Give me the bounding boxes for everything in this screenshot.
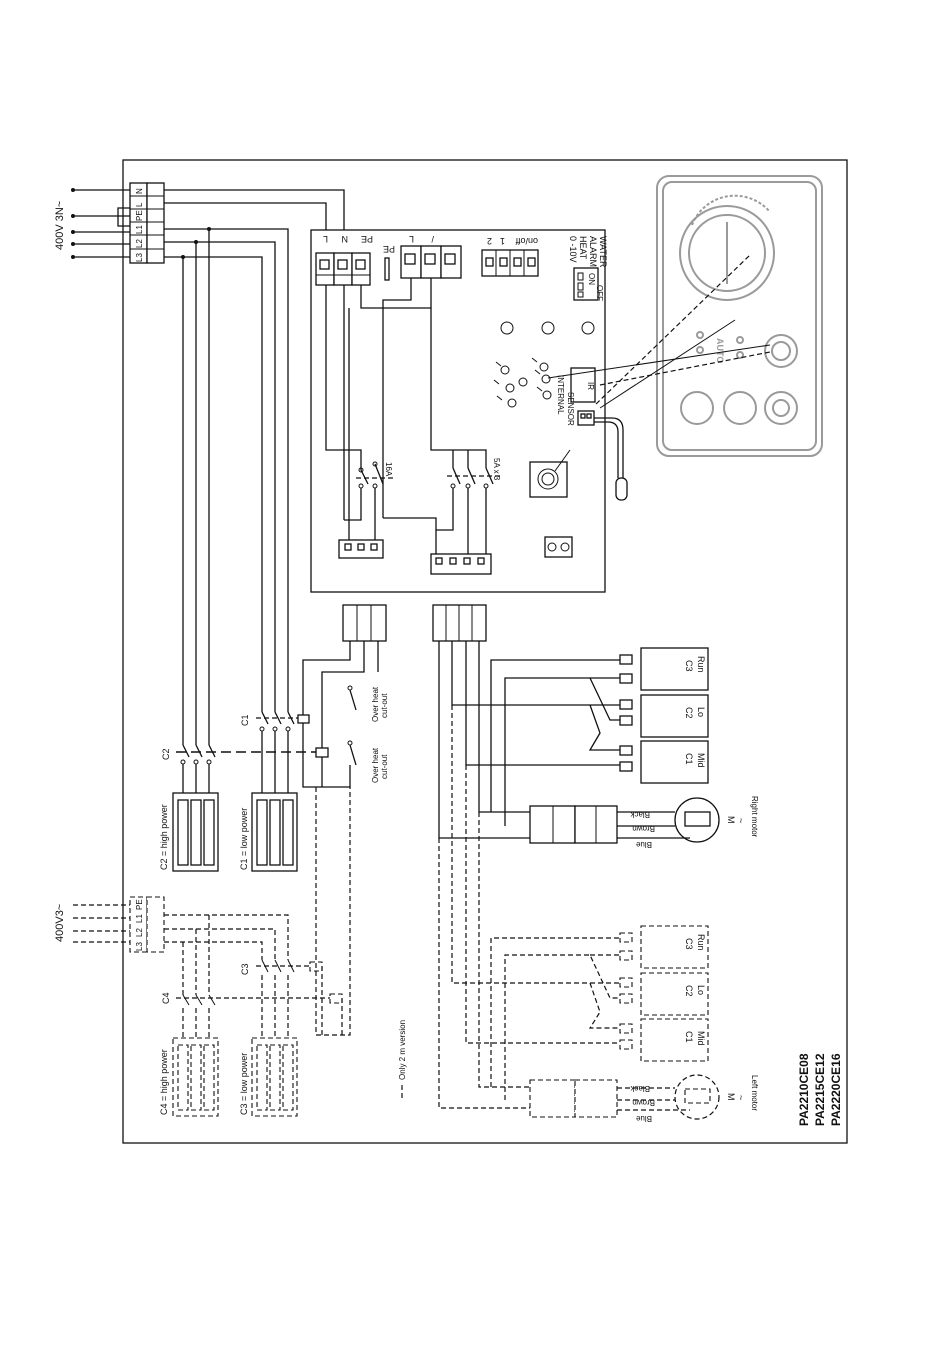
relays-5a-label: 5A x 3 (492, 458, 501, 481)
left-wire-brown: Brown (632, 1098, 655, 1107)
terminal-l3: L3 (135, 253, 144, 262)
left-fan-section: C3 Run C2 Lo C1 Mid Black Brown Blue M ~… (438, 705, 759, 1123)
label-supply-terminals_aux-0: L3 (135, 942, 144, 951)
label-fan-capacitors-1-code: C2 (684, 707, 694, 719)
ir-label: IR (586, 382, 595, 390)
dip-off: OFF (595, 285, 604, 301)
signal-0-10v: 0 -10V (568, 236, 578, 263)
label-fan-capacitors-2-speed: Mid (696, 753, 706, 768)
contactor-c1-label: C1 (240, 714, 250, 726)
board-pe-label: PE (383, 244, 395, 254)
legend-only-2m: Only 2 m version (398, 1020, 407, 1080)
board-terminal-n: N (342, 234, 349, 244)
aux-supply: 400V3~ L3 L2 L1 PE C3 C4 (54, 787, 407, 1117)
model-2: PA2215CE12 (813, 1053, 827, 1126)
label-fan-capacitors-2-code: C1 (684, 1031, 694, 1043)
cap-c3-left: C3 Run (619, 925, 709, 969)
label-fan-capacitors-2-code: C1 (684, 753, 694, 765)
main-supply: 400V 3N~ L3 L2 L1 PE L N (54, 182, 345, 745)
label-fan-capacitors-2-speed: Mid (696, 1031, 706, 1046)
left-motor-label: Left motor (750, 1075, 759, 1111)
overheat-1-line1: Over heat (371, 686, 380, 722)
model-numbers: PA2210CE08 PA2215CE12 PA2220CE16 (797, 1053, 843, 1126)
signal-heat: HEAT (578, 236, 588, 260)
right-motor-ac: ~ (736, 818, 746, 823)
label-fan-capacitors-0-speed: Run (696, 656, 706, 673)
contactor-c2-label: C2 (161, 748, 171, 760)
heating-c1-c2: C1 C2 C2 = high power C1 = l (159, 604, 389, 872)
left-motor-ac: ~ (736, 1095, 746, 1100)
ctrl-terminal-1: 1 (500, 236, 505, 246)
cap-c3-right: C3 Run (619, 647, 709, 691)
label-supply-terminals_aux-2: L1 (135, 914, 144, 923)
contactor-c4-label: C4 (161, 992, 171, 1004)
cap-c2-left: C2 Lo (619, 972, 709, 1016)
right-motor-m: M (726, 816, 736, 824)
label-fan-capacitors-0-code: C3 (684, 938, 694, 950)
c3-power-label: C3 = low power (239, 1053, 249, 1115)
label-fan-capacitors-1-speed: Lo (696, 707, 706, 717)
board-terminal-l: L (323, 234, 328, 244)
label-fan-capacitors-1-code: C2 (684, 985, 694, 997)
cap-c1-left: C1 Mid (619, 1018, 709, 1062)
terminal-l1: L1 (135, 225, 144, 234)
left-wire-black: Black (629, 1084, 650, 1093)
c1-power-label: C1 = low power (239, 808, 249, 870)
control-panel: AUTO (547, 175, 823, 457)
board-out-l: L (409, 234, 414, 244)
terminal-l2: L2 (135, 239, 144, 248)
right-wire-blue: Blue (635, 840, 652, 849)
c4-power-label: C4 = high power (159, 1049, 169, 1115)
supply-label-3n: 400V 3N~ (54, 201, 66, 250)
label-supply-terminals_aux-3: PE (135, 899, 144, 910)
label-fan-capacitors-0-speed: Run (696, 934, 706, 951)
overheat-2-line2: cut-out (380, 754, 389, 779)
board-leds (493, 357, 552, 408)
right-motor-label: Right motor (750, 796, 759, 838)
right-fan-section: C3 Run C2 Lo C1 Mid Black Brown Blue (432, 604, 759, 849)
board-terminal-pe: PE (361, 234, 373, 244)
ctrl-terminal-2: 2 (487, 236, 492, 246)
dip-on: ON (587, 273, 596, 285)
left-motor-m: M (726, 1093, 736, 1101)
label-fan-capacitors-1-speed: Lo (696, 985, 706, 995)
left-wire-blue: Blue (635, 1114, 652, 1123)
contactor-c3-label: C3 (240, 963, 250, 975)
model-1: PA2210CE08 (797, 1053, 811, 1126)
control-board: L N PE PE L / 2 1 on/off (310, 229, 628, 593)
panel-auto-label: AUTO (715, 338, 725, 363)
overheat-2-line1: Over heat (371, 747, 380, 783)
label-supply-terminals_aux-1: L2 (135, 928, 144, 937)
internal-sensor-2: SENSOR (566, 392, 575, 426)
c2-power-label: C2 = high power (159, 804, 169, 870)
label-fan-capacitors-0-code: C3 (684, 660, 694, 672)
overheat-1-line2: cut-out (380, 693, 389, 718)
relay-16a: 16A (344, 461, 395, 540)
signal-alarm: ALARM (588, 236, 598, 267)
terminal-n: N (135, 188, 144, 194)
ctrl-terminal-onoff: on/off (515, 236, 538, 246)
right-wire-black: Black (629, 810, 650, 819)
relays-5a: 5A x 3 (383, 458, 501, 554)
board-out-slash: / (431, 234, 434, 244)
terminal-l: L (135, 202, 144, 207)
terminal-pe: PE (135, 210, 144, 221)
internal-sensor-1: INTERNAL (556, 375, 565, 415)
right-wire-brown: Brown (632, 824, 655, 833)
cap-c1-right: C1 Mid (619, 740, 709, 784)
model-3: PA2220CE16 (829, 1053, 843, 1126)
fuse-16a-label: 16A (384, 462, 393, 477)
signal-water: WATER (598, 236, 608, 268)
supply-label-3: 400V3~ (54, 904, 66, 942)
cap-c2-right: C2 Lo (619, 694, 709, 738)
